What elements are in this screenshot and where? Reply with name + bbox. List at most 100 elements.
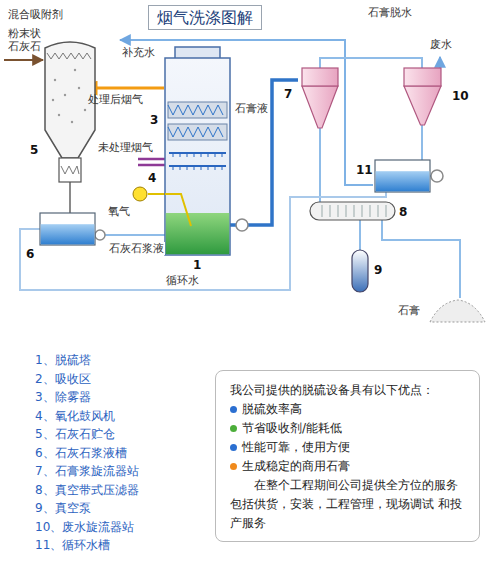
flow-label: 石灰石浆液	[108, 242, 165, 255]
pipe-connector	[320, 58, 422, 68]
absorber-tower-shape-part	[194, 166, 195, 170]
feed-line	[4, 59, 43, 61]
absorber-tower-shape-part	[165, 194, 191, 226]
limestone-silo-shape-part	[54, 79, 56, 81]
key-item: 4、氧化鼓风机	[35, 409, 115, 423]
wastewater-hydrocyclone-shape	[400, 68, 445, 125]
absorber-tower: 13	[165, 58, 230, 255]
pipe-connector	[69, 182, 71, 213]
callout-number: 10	[452, 90, 469, 103]
flow-label: 补充水	[122, 46, 155, 59]
wastewater-line	[439, 57, 441, 68]
box-heading: 我公司提供的脱硫设备具有以下优点：	[230, 381, 469, 400]
flow-label: 未处理烟气	[98, 141, 153, 154]
bullet-dot	[230, 444, 237, 451]
mist-eliminator-shape-part	[168, 105, 223, 115]
belt-filter-shape-part	[322, 205, 323, 217]
vacuum-pump-shape	[352, 250, 368, 292]
wastewater-hydrocyclone: 10	[400, 68, 445, 125]
belt-filter-shape-part	[346, 205, 347, 217]
belt-filter-shape	[310, 202, 395, 220]
pump-symbol	[431, 170, 443, 182]
absorber-tower-shape-part	[175, 47, 220, 58]
mist-eliminator-shape-part	[168, 124, 227, 140]
diagram-title: 烟气洗涤图解	[148, 5, 262, 30]
callout-number: 5	[30, 144, 38, 157]
key-item: 6、石灰石浆液槽	[35, 446, 127, 460]
flow-label: 处理后烟气	[88, 93, 143, 106]
gypsum-hydrocyclone-shape	[298, 68, 342, 128]
pipe-connector	[148, 193, 165, 195]
pipe-connector	[359, 220, 361, 250]
limestone-silo-shape-part	[71, 121, 73, 123]
note-label: 粉末状 石灰石	[8, 27, 44, 53]
pump-symbol	[236, 219, 248, 231]
advantages-box: 我公司提供的脱硫设备具有以下优点：脱硫效率高节省吸收剂/能耗低性能可靠，使用方便…	[215, 370, 480, 542]
absorber-tower-shape-part	[222, 153, 223, 157]
limestone-silo: 5	[45, 40, 95, 182]
pump-symbol	[95, 230, 105, 240]
belt-filter-shape-part	[362, 205, 363, 217]
callout-number: 9	[374, 264, 382, 277]
limestone-silo-shape	[45, 40, 95, 182]
box-text: 脱硫效率高	[242, 400, 469, 419]
limestone-silo-shape-part	[74, 69, 76, 71]
gypsum-hydrocyclone-shape-part	[302, 86, 338, 128]
pipe-connector	[421, 125, 423, 160]
absorber-tower-shape-part	[187, 166, 188, 170]
key-item: 11、循环水槽	[35, 538, 110, 552]
slurry-tank-shape-part	[40, 213, 95, 245]
callout-number: 8	[399, 206, 407, 219]
recycle-tank: 11	[375, 160, 430, 192]
text-row: 在整个工程期间公司提供全方位的服务 包括供货，安装，工程管理，现场调试 和投产服…	[230, 476, 469, 533]
absorber-tower-shape-part	[208, 153, 209, 157]
callout-number: 4	[148, 172, 156, 185]
limestone-silo-shape-part	[78, 87, 80, 89]
bullet-dot	[230, 425, 237, 432]
belt-filter-shape-part	[310, 202, 395, 220]
absorber-tower-shape-part	[201, 153, 202, 157]
absorber-tower-shape-part	[215, 166, 216, 170]
limestone-silo-shape-part	[59, 158, 81, 182]
bullet-dot	[230, 406, 237, 413]
absorber-tower-shape-part	[165, 58, 230, 255]
pipe-connector	[319, 128, 321, 202]
callout-number: 3	[150, 114, 158, 127]
absorber-tower-shape-part	[215, 153, 216, 157]
absorber-tower-shape-part	[169, 152, 226, 154]
oxidation-blower-shape-part	[133, 187, 147, 201]
flow-label: 石膏脱水	[368, 6, 412, 19]
wastewater-hydrocyclone-shape-part	[404, 86, 441, 125]
box-text: 节省吸收剂/能耗低	[242, 419, 469, 438]
oxidation-blower-shape	[132, 186, 148, 202]
flow-label: 氧气	[108, 205, 130, 218]
oxidation-blower: 4	[132, 186, 148, 202]
text-row: 性能可靠，使用方便	[230, 438, 469, 457]
absorber-tower-shape-part	[169, 165, 226, 167]
note-label: 混合吸附剂	[8, 8, 63, 21]
text-row: 生成稳定的商用石膏	[230, 457, 469, 476]
belt-filter-shape-part	[386, 205, 387, 217]
absorber-tower-shape-part	[180, 166, 181, 170]
limestone-silo-shape-part	[61, 166, 79, 174]
gypsum-pile-shape	[430, 298, 485, 322]
absorber-tower-shape-part	[222, 166, 223, 170]
callout-number: 1	[193, 259, 201, 272]
limestone-silo-shape-part	[52, 99, 54, 101]
text-row: 节省吸收剂/能耗低	[230, 419, 469, 438]
limestone-silo-shape-part	[84, 109, 86, 111]
key-item: 9、真空泵	[35, 501, 91, 515]
key-item: 1、脱硫塔	[35, 353, 91, 367]
belt-filter-shape-part	[370, 205, 371, 217]
flow-label: 废水	[430, 38, 452, 51]
belt-filter-shape-part	[330, 205, 331, 217]
belt-filter: 8	[310, 202, 395, 220]
absorber-tower-shape	[165, 58, 230, 255]
absorber-tower-shape-part	[166, 213, 230, 254]
vacuum-pump-shape-part	[352, 250, 368, 292]
absorber-tower-shape-part	[194, 153, 195, 157]
callout-number: 7	[284, 88, 292, 101]
belt-filter-shape-part	[378, 205, 379, 217]
